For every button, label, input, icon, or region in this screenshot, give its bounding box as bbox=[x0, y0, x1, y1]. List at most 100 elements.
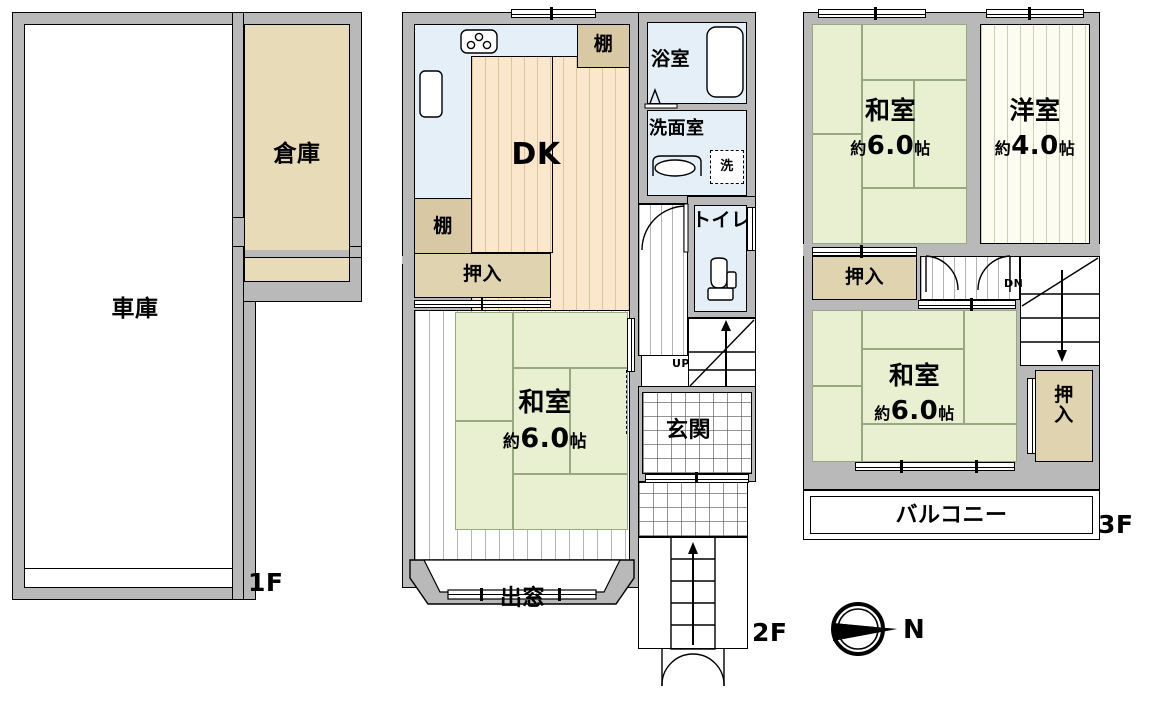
room-label-entrance: 玄関 bbox=[666, 418, 712, 443]
tatami-mat bbox=[570, 368, 628, 474]
closet-side-door[interactable] bbox=[1027, 378, 1036, 454]
room-label-washitsu-upper: 和室 bbox=[864, 96, 916, 125]
stair-up-label: UP bbox=[672, 357, 690, 370]
washitsu-lower-upper-door[interactable] bbox=[918, 300, 1016, 309]
closet-door-mark bbox=[860, 245, 863, 258]
yoshitsu-room bbox=[980, 24, 1090, 244]
bathroom-door-icon[interactable] bbox=[644, 86, 678, 109]
washer-space bbox=[710, 150, 744, 184]
dining-kitchen-floor-notch bbox=[471, 56, 553, 253]
tatami-mat bbox=[862, 310, 964, 349]
area-number: 6.0 bbox=[520, 423, 570, 454]
closet-oshiire-side-label: 押入 bbox=[1054, 384, 1074, 426]
room-area-washitsu-upper: 約6.0帖 bbox=[818, 133, 963, 159]
closet-oshiire-upper-label: 押入 bbox=[844, 266, 884, 288]
tatami-mat bbox=[964, 310, 1017, 424]
area-prefix: 約 bbox=[502, 432, 521, 452]
area-number: 6.0 bbox=[890, 396, 939, 426]
toilet-fixture-icon bbox=[703, 257, 743, 304]
area-unit: 帖 bbox=[569, 432, 588, 452]
garage-storage-partition bbox=[232, 12, 244, 218]
room-label-toilet: トイレ bbox=[692, 209, 751, 231]
tatami-mat bbox=[513, 368, 570, 474]
window-mark bbox=[874, 7, 877, 20]
room-area-yoshitsu: 約4.0帖 bbox=[975, 133, 1095, 159]
stove-icon bbox=[460, 29, 498, 54]
shelf-left-label: 棚 bbox=[433, 215, 453, 237]
tatami-mat bbox=[812, 386, 862, 462]
window-mark bbox=[1028, 7, 1031, 20]
tatami-mat bbox=[812, 310, 862, 386]
landing-floor bbox=[920, 256, 1020, 300]
balcony-label: バルコニー bbox=[895, 503, 1008, 528]
closet-oshiire-upper bbox=[812, 256, 917, 300]
storage-edge-bottom bbox=[244, 257, 350, 258]
balcony-inner bbox=[810, 496, 1093, 534]
bay-window-label: 出窓 bbox=[500, 586, 546, 611]
tatami-mat bbox=[513, 312, 628, 368]
garage-right-wall bbox=[232, 246, 244, 600]
area-prefix: 約 bbox=[874, 404, 891, 423]
tatami-mat bbox=[513, 474, 628, 530]
garage-interior bbox=[24, 24, 244, 588]
tatami-mat bbox=[455, 312, 513, 421]
stair-down-graphic bbox=[1020, 256, 1100, 366]
area-prefix: 約 bbox=[850, 139, 867, 158]
yoshitsu-window bbox=[986, 9, 1084, 18]
area-unit: 帖 bbox=[1058, 139, 1076, 158]
area-unit: 帖 bbox=[914, 139, 931, 158]
stair-down-box bbox=[1020, 256, 1100, 366]
room-label-dk: DK bbox=[511, 137, 561, 172]
tatami-mat bbox=[862, 349, 964, 424]
area-number: 6.0 bbox=[866, 131, 915, 161]
room-label-washroom: 洗面室 bbox=[649, 118, 705, 139]
shelf-top-label: 棚 bbox=[593, 33, 614, 55]
floor-1-group: 倉庫 車庫 1F bbox=[0, 0, 390, 620]
shelf-top bbox=[577, 24, 630, 68]
area-prefix: 約 bbox=[994, 139, 1012, 158]
area-unit: 帖 bbox=[938, 404, 955, 423]
washitsu-sliding-door[interactable] bbox=[626, 370, 627, 434]
outdoor-stair-graphic bbox=[670, 536, 716, 650]
porch-floor bbox=[638, 482, 748, 537]
north-compass: N bbox=[825, 600, 925, 660]
landing-door-right-icon[interactable] bbox=[976, 255, 1012, 292]
washitsu-upper-window bbox=[818, 9, 926, 18]
bay-window-group bbox=[402, 559, 642, 618]
tatami-mat bbox=[862, 24, 967, 80]
washitsu-door-frame[interactable] bbox=[627, 318, 635, 372]
tatami-mat bbox=[812, 24, 862, 134]
room-label-garage: 車庫 bbox=[111, 296, 159, 322]
washitsu-lower-balcony-door[interactable] bbox=[855, 462, 1015, 471]
closet-oshiire bbox=[414, 253, 551, 298]
tatami-mat bbox=[914, 80, 967, 188]
garage-shutter bbox=[24, 568, 244, 588]
room-area-washitsu: 約6.0帖 bbox=[465, 425, 625, 452]
closet-upper-door[interactable] bbox=[812, 247, 917, 256]
tatami-mat bbox=[862, 80, 914, 188]
hall-door-icon[interactable] bbox=[640, 203, 689, 253]
door-mark bbox=[975, 460, 978, 473]
room-label-yoshitsu: 洋室 bbox=[1009, 96, 1061, 125]
sink-basin-icon bbox=[651, 154, 703, 180]
tatami-mat bbox=[455, 421, 513, 530]
floor-badge-3f: 3F bbox=[1098, 510, 1134, 539]
stair-down-label: DN bbox=[1004, 277, 1024, 290]
toilet-window bbox=[747, 207, 756, 251]
bathtub-icon bbox=[706, 26, 744, 98]
front-door-swing[interactable] bbox=[660, 648, 726, 688]
storage-passage bbox=[244, 212, 350, 250]
room-label-washitsu-lower: 和室 bbox=[888, 361, 940, 390]
floor-2-group: 棚 棚 DK 押入 和室 約6.0帖 bbox=[395, 0, 787, 715]
washer-space-label: 洗 bbox=[720, 159, 734, 174]
storage-edge-left-lower bbox=[244, 212, 245, 258]
shelf-left bbox=[414, 198, 472, 256]
tatami-mat bbox=[812, 134, 862, 244]
compass-north-letter: N bbox=[903, 615, 925, 645]
landing-door-left-icon[interactable] bbox=[924, 255, 960, 292]
room-label-washitsu: 和室 bbox=[518, 388, 572, 418]
door-mark bbox=[900, 460, 903, 473]
stair-up-graphic bbox=[688, 318, 756, 388]
storage-edge-right bbox=[349, 24, 350, 258]
